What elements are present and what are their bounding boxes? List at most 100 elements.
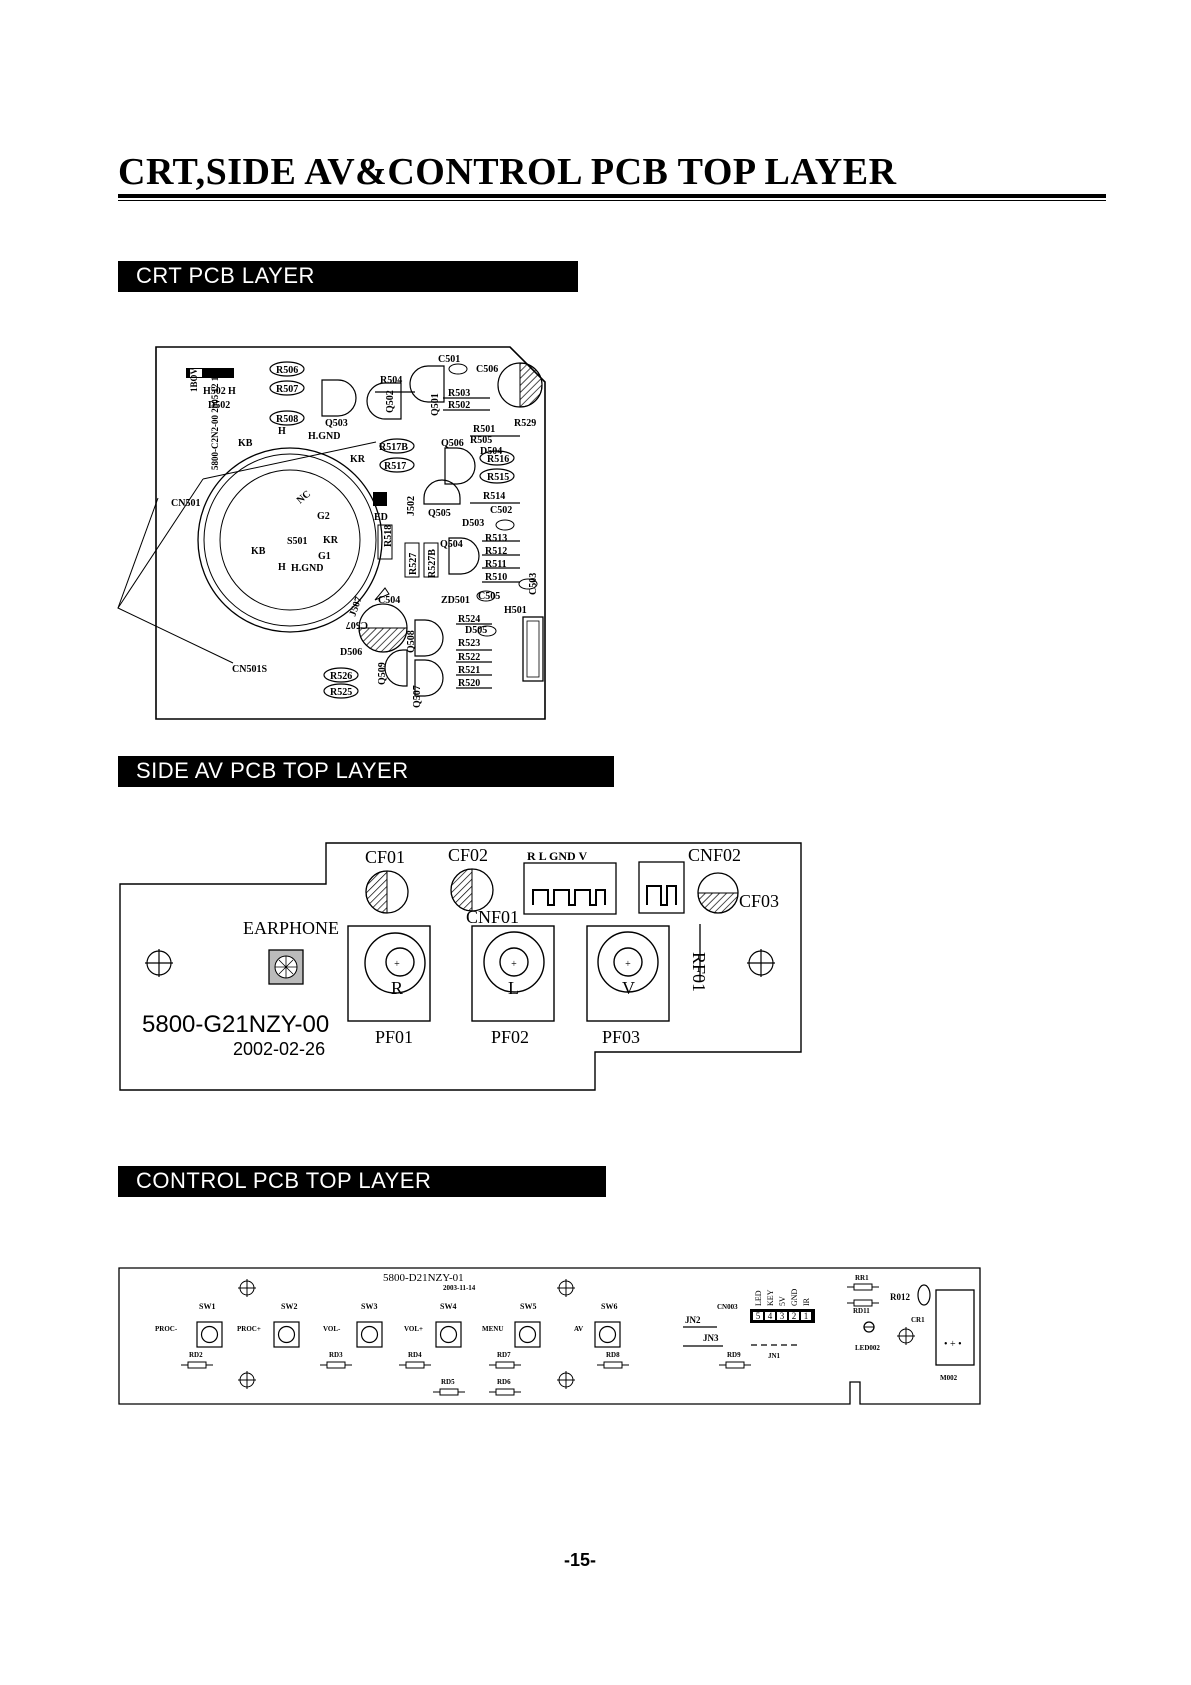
label-r517b: R517B <box>379 442 408 453</box>
label-q509: Q509 <box>377 662 388 685</box>
title-rule-thin <box>118 200 1106 201</box>
label-d506: D506 <box>340 647 362 658</box>
label-r517: R517 <box>384 461 406 472</box>
label-cnf01-pins: R L GND V <box>527 849 587 863</box>
label-r520: R520 <box>458 678 480 689</box>
label-kr-top: KR <box>350 454 366 465</box>
label-r527b: R527B <box>427 549 438 578</box>
cn003-pin-5: 5 <box>756 1311 761 1321</box>
label-pf01: PF01 <box>375 1027 413 1047</box>
label-rd11: RD11 <box>853 1307 870 1315</box>
label-pf02: PF02 <box>491 1027 529 1047</box>
label-rf01: RF01 <box>689 952 709 992</box>
sw2-switch <box>273 1321 300 1348</box>
side-av-part-number: 5800-G21NZY-00 <box>142 1011 329 1038</box>
label-kr-mid: KR <box>323 535 339 546</box>
label-h-top: H <box>228 386 236 397</box>
label-rr1: RR1 <box>855 1274 869 1282</box>
label-c501: C501 <box>438 354 460 365</box>
label-cr1: CR1 <box>911 1316 925 1324</box>
side-av-pcb-board: + + + CF01 CF02 CF03 CNF01 CNF02 R L GND… <box>119 842 802 1091</box>
label-cf03: CF03 <box>739 891 779 911</box>
label-s501: S501 <box>287 536 308 547</box>
sw1-switch <box>196 1321 223 1348</box>
crt-socket <box>197 447 383 633</box>
label-rd5: RD5 <box>441 1378 455 1386</box>
label-rd9: RD9 <box>727 1351 741 1359</box>
title-rule-thick <box>118 194 1106 198</box>
label-g2: G2 <box>317 511 330 522</box>
label-q502: Q502 <box>385 390 396 413</box>
sw3-switch <box>356 1321 383 1348</box>
label-d502: D502 <box>208 400 230 411</box>
label-cnf02: CNF02 <box>688 845 741 865</box>
sw4-switch <box>435 1321 462 1348</box>
crt-pcb-board: 1BOV H502 H D502 5800-C2N2-00 2005 12 16… <box>117 346 546 720</box>
label-r503: R503 <box>448 388 470 399</box>
label-q507: Q507 <box>412 685 423 708</box>
label-proc-minus: PROC- <box>155 1325 178 1333</box>
section-bar-control: CONTROL PCB TOP LAYER <box>118 1166 606 1197</box>
label-vol-minus: VOL- <box>323 1325 341 1333</box>
svg-text:+: + <box>511 959 517 970</box>
label-r527: R527 <box>408 553 419 575</box>
label-cf02: CF02 <box>448 845 488 865</box>
label-sw1: SW1 <box>199 1302 215 1311</box>
sw5-switch <box>514 1321 541 1348</box>
label-r504: R504 <box>380 375 402 386</box>
label-r522: R522 <box>458 652 480 663</box>
label-c507: C507 <box>346 619 368 630</box>
pf03-potentiometer <box>586 925 670 1022</box>
label-q508: Q508 <box>406 630 417 653</box>
section-bar-crt: CRT PCB LAYER <box>118 261 578 292</box>
label-q504: Q504 <box>440 539 463 550</box>
label-h502: H502 <box>203 386 226 397</box>
label-rd6: RD6 <box>497 1378 511 1386</box>
label-r515: R515 <box>487 472 509 483</box>
label-r524: R524 <box>458 614 480 625</box>
control-date: 2003-11-14 <box>443 1284 476 1292</box>
label-vol-plus: VOL+ <box>404 1325 423 1333</box>
cnf01-connector <box>523 862 617 915</box>
label-r518: R518 <box>383 525 394 547</box>
label-rd8: RD8 <box>606 1351 620 1359</box>
label-hgnd-top: H.GND <box>308 431 341 442</box>
label-q505: Q505 <box>428 508 451 519</box>
label-r525: R525 <box>330 687 352 698</box>
cn003-pin-5v: 5V <box>778 1296 787 1306</box>
page-title: CRT,SIDE AV&CONTROL PCB TOP LAYER <box>118 151 897 193</box>
label-sw6: SW6 <box>601 1302 617 1311</box>
label-rd2: RD2 <box>189 1351 203 1359</box>
label-kb-top: KB <box>238 438 253 449</box>
control-pcb-board: 5 4 3 2 1 LED KEY 5V GND IR • + • 5800-D… <box>118 1267 981 1405</box>
control-part-number: 5800-D21NZY-01 <box>383 1272 464 1284</box>
label-r513: R513 <box>485 533 507 544</box>
label-r507: R507 <box>276 384 298 395</box>
svg-text:+: + <box>394 959 400 970</box>
label-r510: R510 <box>485 572 507 583</box>
label-sw4: SW4 <box>440 1302 456 1311</box>
cn003-pin-led: LED <box>754 1290 763 1306</box>
label-r508: R508 <box>276 414 298 425</box>
label-rd4: RD4 <box>408 1351 422 1359</box>
crt-board-id: 1BOV <box>189 367 199 392</box>
label-h-mid: H <box>278 426 286 437</box>
label-r512: R512 <box>485 546 507 557</box>
label-r526: R526 <box>330 671 352 682</box>
label-sw5: SW5 <box>520 1302 536 1311</box>
label-d504: D504 <box>480 446 502 457</box>
label-r529: R529 <box>514 418 536 429</box>
label-q501: Q501 <box>430 393 441 416</box>
label-r521: R521 <box>458 665 480 676</box>
cn003-pin-2: 2 <box>792 1311 797 1321</box>
label-r506: R506 <box>276 365 298 376</box>
label-jn2: JN2 <box>685 1315 701 1325</box>
label-q506: Q506 <box>441 438 464 449</box>
svg-text:+: + <box>625 959 631 970</box>
label-j502: J502 <box>406 496 417 516</box>
label-r502: R502 <box>448 400 470 411</box>
label-ed: ED <box>374 512 388 523</box>
label-pf03: PF03 <box>602 1027 640 1047</box>
label-r516: R516 <box>487 454 509 465</box>
label-c504: C504 <box>378 595 400 606</box>
